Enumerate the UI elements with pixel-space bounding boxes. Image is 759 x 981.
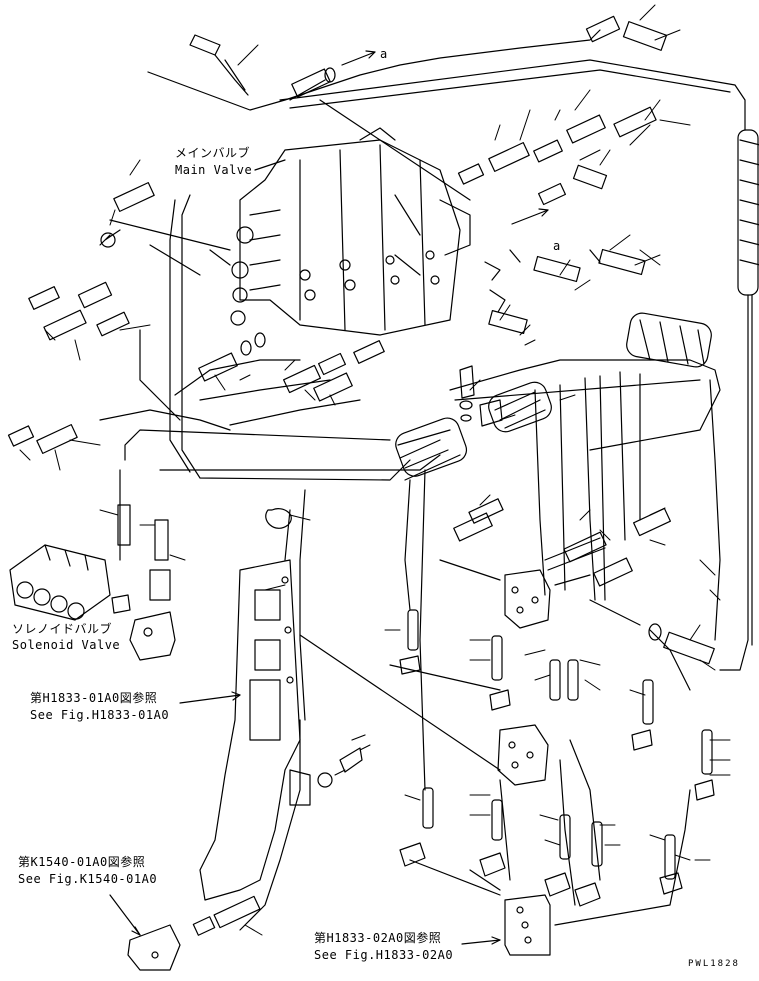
- fig-k1540-01a0-label-jp: 第K1540-01A0図参照: [18, 854, 145, 869]
- fig-h1833-01a0-label-jp: 第H1833-01A0図参照: [30, 690, 157, 705]
- solenoid-valve-label-en: Solenoid Valve: [12, 638, 120, 652]
- main-valve-label-en: Main Valve: [175, 163, 252, 177]
- lower-block-fitting: [127, 895, 261, 971]
- solenoid-valve-assembly: [9, 544, 176, 661]
- connector-a-top-label: a: [380, 47, 388, 61]
- fig-h1833-02a0-label-en: See Fig.H1833-02A0: [314, 948, 453, 962]
- lower-valve-blocks: [453, 498, 715, 956]
- callout-leaders: [19, 4, 731, 936]
- fig-h1833-02a0-label-jp: 第H1833-02A0図参照: [314, 930, 441, 945]
- drawing-code: PWL1828: [688, 959, 740, 969]
- hose-fittings-right: [457, 15, 668, 335]
- fig-h1833-01a0-label-en: See Fig.H1833-01A0: [30, 708, 169, 722]
- main-valve-label-jp: メインバルブ: [175, 145, 250, 160]
- connector-a-mid-label: a: [553, 239, 561, 253]
- main-valve-body: [230, 127, 471, 336]
- hose-fittings-left: [7, 34, 385, 454]
- reference-arrows: [109, 50, 549, 945]
- diagram-labels: メインバルブ Main Valve a a ソレノイドバルブ Solenoid …: [12, 47, 740, 969]
- bracket-plate: [199, 508, 366, 901]
- solenoid-valve-label-jp: ソレノイドバルブ: [12, 621, 112, 636]
- fig-k1540-01a0-label-en: See Fig.K1540-01A0: [18, 872, 157, 886]
- spiral-protectors: [395, 139, 759, 481]
- lower-fittings: [111, 504, 715, 907]
- bolt-and-washers: [459, 365, 503, 427]
